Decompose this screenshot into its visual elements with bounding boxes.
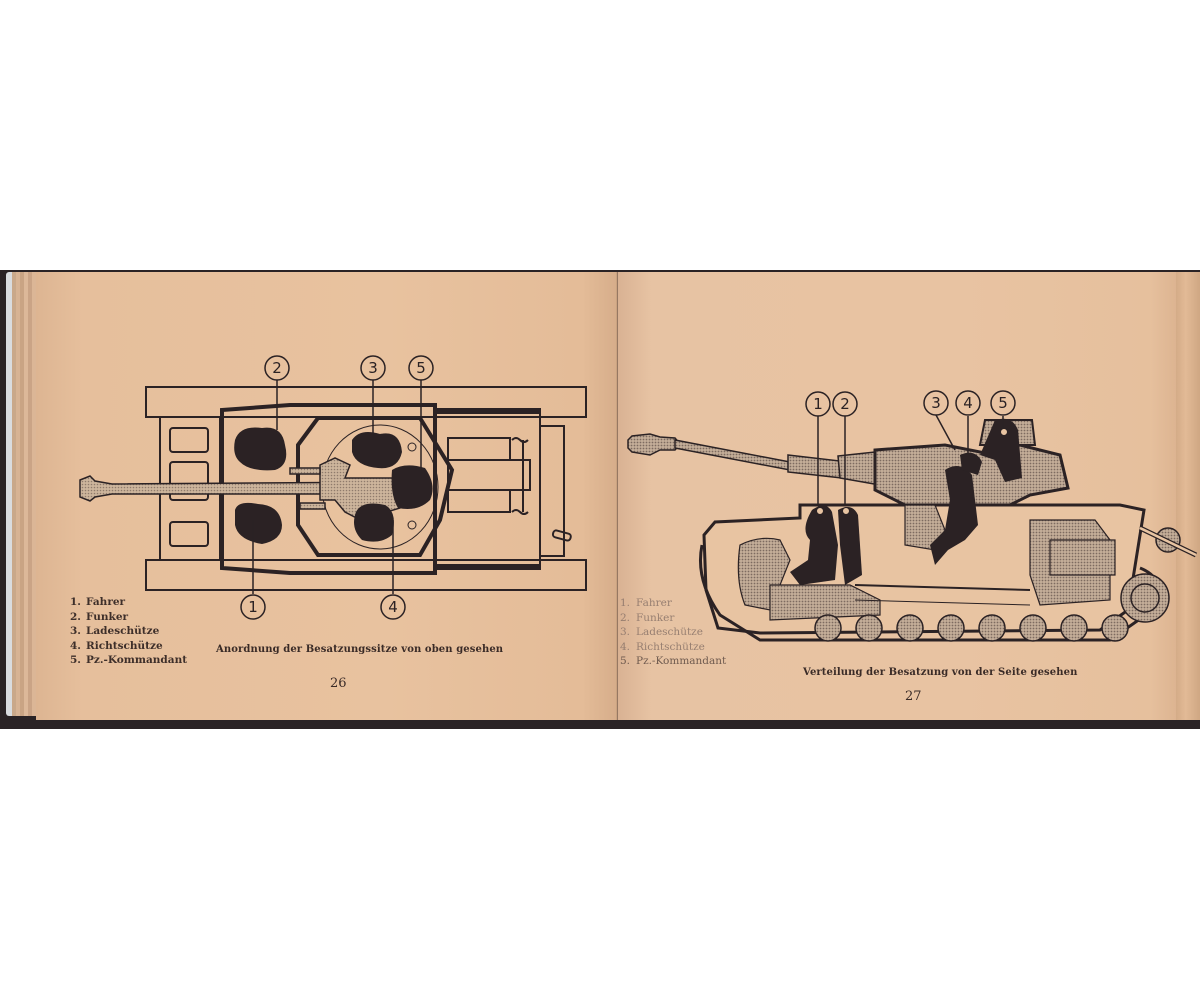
callout-3-side: 3 xyxy=(931,394,941,412)
legend-item: 1.Fahrer xyxy=(620,597,672,609)
legend-item: 1.Fahrer xyxy=(70,596,126,608)
callout-2-top: 2 xyxy=(272,359,282,377)
right-page-edge xyxy=(1176,272,1200,720)
callout-3-top: 3 xyxy=(368,359,378,377)
callout-1-side: 1 xyxy=(813,395,823,413)
page-stack-edge xyxy=(6,272,40,716)
callout-2-side: 2 xyxy=(840,395,850,413)
right-page-caption: Verteilung der Besatzung von der Seite g… xyxy=(803,667,1078,678)
crew-legend-right: 1.Fahrer 2.Funker 3.Ladeschütze 4.Richts… xyxy=(620,596,726,669)
book-spine xyxy=(616,272,618,720)
legend-item: 2.Funker xyxy=(620,611,675,624)
left-page-number: 26 xyxy=(330,676,347,691)
legend-item: 4.Richtschütze xyxy=(70,639,163,652)
legend-item: 5.Pz.-Kommandant xyxy=(70,654,188,666)
legend-item: 3.Ladeschütze xyxy=(70,625,160,637)
legend-item: 5.Pz.-Kommandant xyxy=(620,655,727,667)
legend-item: 2.Funker xyxy=(70,610,129,623)
tank-side-view-diagram xyxy=(627,418,1198,642)
legend-item: 4.Richtschütze xyxy=(620,640,705,653)
crew-legend-left: 1.Fahrer 2.Funker 3.Ladeschütze 4.Richts… xyxy=(70,595,187,668)
callout-1-top: 1 xyxy=(248,598,258,616)
left-page-caption: Anordnung der Besatzungssitze von oben g… xyxy=(216,644,504,655)
callout-4-side: 4 xyxy=(963,394,973,412)
callout-5-side: 5 xyxy=(998,394,1008,412)
callout-4-top: 4 xyxy=(388,598,398,616)
legend-item: 3.Ladeschütze xyxy=(620,626,703,638)
callout-5-top: 5 xyxy=(416,359,426,377)
right-page-number: 27 xyxy=(905,689,922,704)
